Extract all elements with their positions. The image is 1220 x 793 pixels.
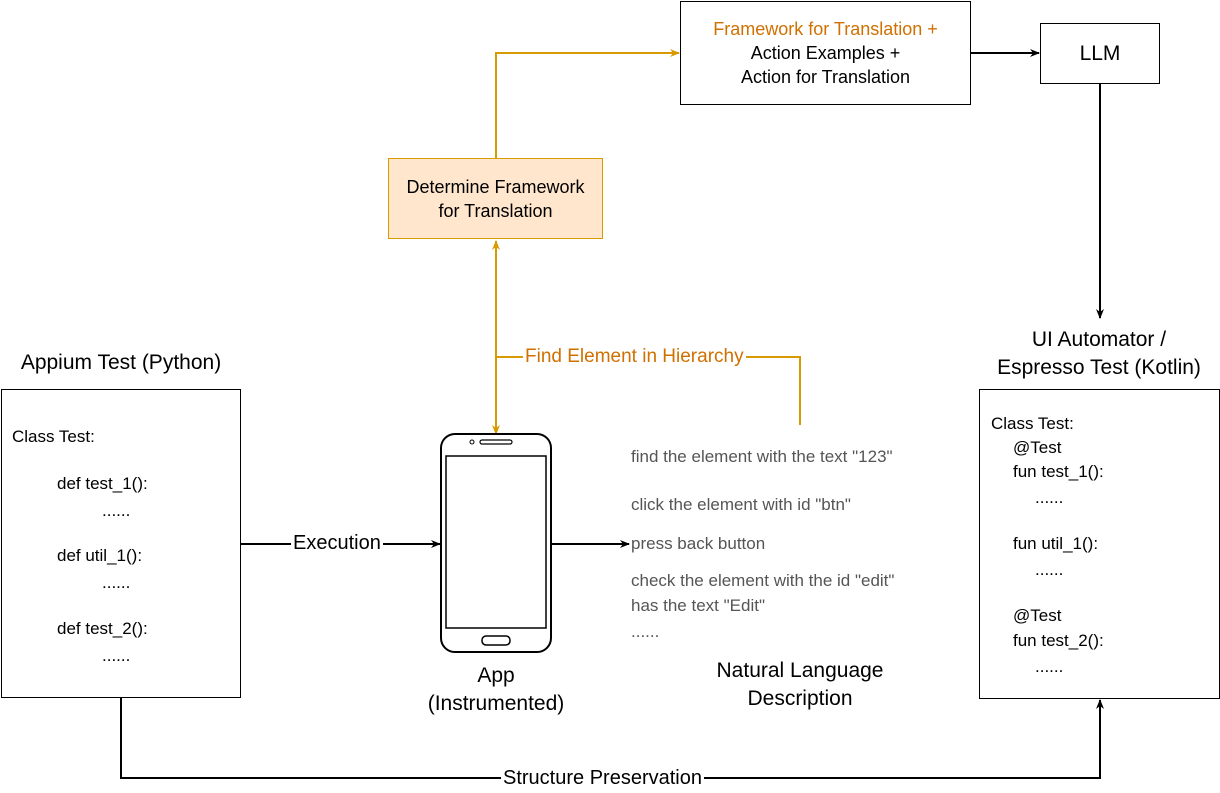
nl-title: Natural Language Description — [680, 657, 920, 713]
appium-line-dots3: ...... — [102, 646, 131, 665]
espresso-line-dots3: ...... — [1035, 657, 1064, 676]
appium-title: Appium Test (Python) — [20, 351, 222, 374]
nl-item-3: press back button — [631, 534, 766, 553]
espresso-line-test2: fun test_2(): — [1013, 631, 1104, 650]
nl-item-4: check the element with the id "edit" — [631, 571, 895, 590]
determine-line-1: Determine Framework — [406, 176, 585, 197]
nl-item-1: find the element with the text "123" — [631, 447, 893, 466]
framework-line-2: Action Examples + — [750, 43, 901, 63]
nl-item-6: ...... — [631, 622, 660, 641]
app-label-line-1: App — [477, 664, 515, 687]
llm-box: LLM — [1040, 23, 1160, 84]
espresso-line-dots2: ...... — [1035, 560, 1064, 579]
nl-item-2: click the element with id "btn" — [631, 495, 851, 514]
app-label: App (Instrumented) — [396, 662, 596, 718]
espresso-line-anno1: @Test — [1013, 438, 1062, 457]
espresso-line-dots1: ...... — [1035, 488, 1064, 507]
espresso-line-test1: fun test_1(): — [1013, 462, 1104, 481]
framework-line-1: Framework for Translation + — [713, 19, 938, 39]
phone-icon — [440, 433, 552, 653]
structure-preservation-label: Structure Preservation — [501, 766, 704, 790]
espresso-title: UI Automator / Espresso Test (Kotlin) — [960, 326, 1220, 382]
execution-label: Execution — [291, 531, 383, 555]
appium-line-dots2: ...... — [102, 573, 131, 592]
espresso-title-line-2: Espresso Test (Kotlin) — [997, 356, 1201, 379]
espresso-line-util1: fun util_1(): — [1013, 534, 1099, 553]
appium-line-test1: def test_1(): — [57, 474, 148, 493]
espresso-code-box: Class Test: @Test fun test_1(): ...... f… — [979, 389, 1220, 699]
determine-line-2: for Translation — [438, 200, 553, 221]
espresso-title-line-1: UI Automator / — [1031, 328, 1167, 351]
framework-line-3: Action for Translation — [740, 67, 911, 87]
espresso-line-class: Class Test: — [991, 414, 1074, 433]
appium-line-class: Class Test: — [12, 427, 95, 446]
find-element-label: Find Element in Hierarchy — [523, 345, 746, 369]
nl-title-line-1: Natural Language — [716, 659, 884, 682]
arrow-determine-to-framework — [495, 49, 680, 158]
nl-title-line-2: Description — [747, 687, 853, 710]
framework-box: Framework for Translation + Action Examp… — [680, 1, 971, 105]
llm-label: LLM — [1079, 41, 1121, 65]
espresso-line-anno2: @Test — [1013, 606, 1062, 625]
determine-framework-box: Determine Framework for Translation — [388, 158, 603, 239]
appium-line-dots1: ...... — [102, 501, 131, 520]
nl-item-5: has the text "Edit" — [631, 596, 765, 615]
app-label-line-2: (Instrumented) — [427, 692, 565, 715]
appium-code-box: Class Test: def test_1(): ...... def uti… — [1, 389, 241, 698]
appium-line-util1: def util_1(): — [57, 546, 143, 565]
appium-line-test2: def test_2(): — [57, 619, 148, 638]
